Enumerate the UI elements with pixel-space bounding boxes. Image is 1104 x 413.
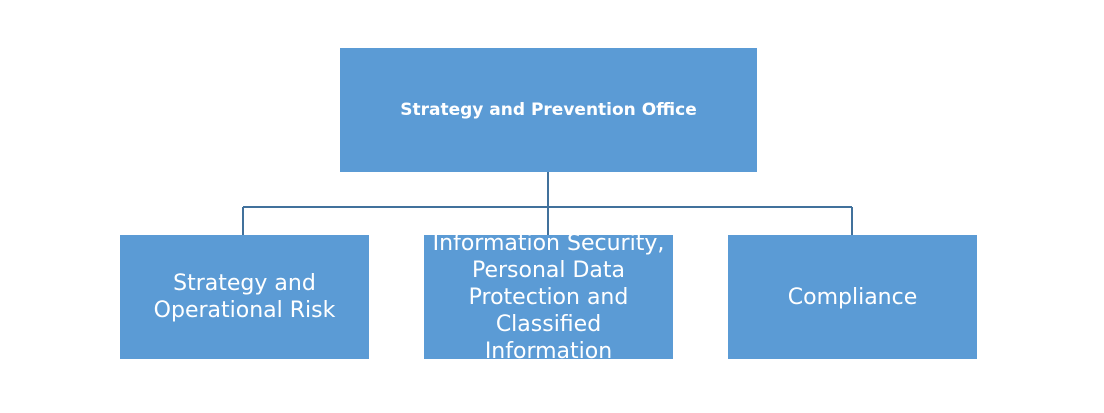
- child-node-label: Strategy and Operational Risk: [153, 271, 336, 323]
- child-node-compliance: Compliance: [728, 235, 977, 359]
- child-node-strategy-operational-risk: Strategy and Operational Risk: [120, 235, 369, 359]
- root-node: Strategy and Prevention Office: [340, 48, 757, 172]
- child-node-label: Information Security, Personal Data Prot…: [432, 230, 665, 364]
- child-node-information-security: Information Security, Personal Data Prot…: [424, 231, 673, 364]
- root-node-label: Strategy and Prevention Office: [400, 100, 697, 120]
- child-node-label: Compliance: [787, 284, 918, 310]
